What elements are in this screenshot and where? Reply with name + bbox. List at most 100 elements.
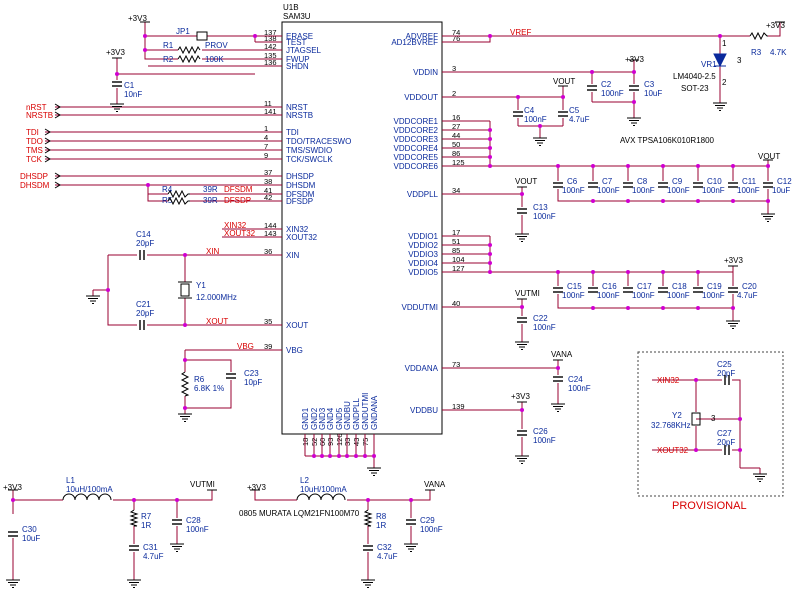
cap-c29 [405, 519, 417, 525]
pin-name-right: AD12BVREF [391, 38, 438, 47]
cap-ref: C18 [672, 282, 687, 291]
pin-num-right: 3 [452, 64, 456, 73]
ground-ana [550, 397, 566, 412]
cap-ref: C16 [602, 282, 617, 291]
ground-vbg [177, 407, 193, 422]
c31-value: 4.7uF [143, 552, 164, 561]
r3-value: 4.7K [770, 48, 787, 57]
ground-prov [752, 467, 768, 482]
r6-value: 6.8K 1% [194, 384, 224, 393]
cap-value: 100nF [632, 291, 655, 300]
ground-c31 [126, 573, 142, 588]
y1-ref: Y1 [196, 281, 206, 290]
c26-value: 100nF [533, 436, 556, 445]
pwr-vout-b: VOUT [758, 152, 780, 161]
ground-io [725, 314, 741, 329]
pin-name-gnd: GNDUTMI [361, 393, 370, 430]
pin-num-right: 74 [452, 28, 460, 37]
pin-num-left: 143 [264, 229, 277, 238]
cap-c6 [553, 182, 563, 188]
c28-ref: C28 [186, 516, 201, 525]
net-tck: TCK [26, 155, 43, 164]
r5-ref: R5 [162, 196, 173, 205]
prov-label: PROV [205, 41, 228, 50]
c27-value: 20pF [717, 438, 735, 447]
pin-num-right: 139 [452, 402, 465, 411]
cap-ref: C20 [742, 282, 757, 291]
r8-value: 1R [376, 521, 386, 530]
c30-ref: C30 [22, 525, 37, 534]
pin-name-right: VDDIO3 [408, 250, 438, 259]
resistor-r4 [167, 189, 190, 199]
chip-body [281, 21, 443, 435]
pwr-3v3-l2: +3V3 [247, 483, 266, 492]
c14-ref: C14 [136, 230, 151, 239]
cap-c1 [111, 81, 123, 87]
cap-c8 [623, 182, 633, 188]
cap-c9 [658, 182, 668, 188]
provisional-box [637, 351, 784, 497]
pin-name-left: XIN32 [286, 225, 309, 234]
c1-ref: C1 [124, 81, 135, 90]
pin-num-left: 9 [264, 151, 268, 160]
cap-c3 [628, 85, 640, 91]
vr1-pin1: 1 [722, 39, 727, 48]
c4-value: 100nF [524, 115, 547, 124]
ground-chip [366, 461, 382, 476]
cap-value: 100nF [632, 186, 655, 195]
pin-num-right: 2 [452, 89, 456, 98]
c5-value: 4.7uF [569, 115, 590, 124]
pin-num-right: 85 [452, 246, 460, 255]
cap-value: 100nF [562, 291, 585, 300]
jumper-jp1 [196, 31, 208, 41]
pin-name-gnd: GND2 [310, 407, 319, 430]
pin-name-right: VDDCORE5 [394, 153, 439, 162]
cap-c20 [728, 287, 738, 293]
pin-name-left: TMS/SWDIO [286, 146, 332, 155]
pin-name-gnd: GND4 [326, 407, 335, 430]
pin-num-left: 11 [264, 99, 272, 108]
net-tms: TMS [26, 146, 43, 155]
c28-value: 100nF [186, 525, 209, 534]
pin-name-left: XIN [286, 251, 300, 260]
c2-value: 100nF [601, 89, 624, 98]
core-cap-bank: C6100nFC7100nFC8100nFC9100nFC10100nFC111… [553, 177, 792, 195]
pin-num-left: 42 [264, 193, 272, 202]
cap-c17 [623, 287, 633, 293]
c5-ref: C5 [569, 106, 580, 115]
pin-num-right: 34 [452, 186, 460, 195]
resistor-r5 [167, 196, 190, 206]
net-xin32: XIN32 [224, 221, 247, 230]
pin-name-gnd: GND3 [318, 407, 327, 430]
c1-value: 10nF [124, 90, 142, 99]
c13-ref: C13 [533, 203, 548, 212]
pin-num-left: 141 [264, 107, 277, 116]
c25-ref: C25 [717, 360, 732, 369]
resistor-r2 [177, 54, 201, 64]
c31-ref: C31 [143, 543, 158, 552]
pin-num-left: 38 [264, 177, 272, 186]
cap-value: 100nF [702, 291, 725, 300]
ground-vddin [626, 111, 642, 126]
murata-note: 0805 MURATA LQM21FN100M70 [239, 509, 360, 518]
resistor-r6 [180, 371, 190, 397]
cap-value: 100nF [737, 186, 760, 195]
pin-name-gnd: GNDPLL [352, 397, 361, 430]
vr1-ref: VR1 [701, 60, 717, 69]
pwr-vutmi-a: VUTMI [515, 289, 540, 298]
pin-name-right: VDDANA [405, 364, 439, 373]
net-xin: XIN [206, 247, 220, 256]
provisional-label: PROVISIONAL [672, 500, 747, 512]
ground-core [760, 207, 776, 222]
pin-name-left: ERASE [286, 32, 313, 41]
vref-diode [713, 53, 727, 68]
r8-ref: R8 [376, 512, 387, 521]
pin-num-right: 51 [452, 237, 460, 246]
cap-c14 [139, 249, 145, 261]
net-tdo: TDO [26, 137, 43, 146]
resistor-r1 [177, 45, 201, 55]
cap-ref: C17 [637, 282, 652, 291]
pwr-3v3-b: +3V3 [106, 48, 125, 57]
